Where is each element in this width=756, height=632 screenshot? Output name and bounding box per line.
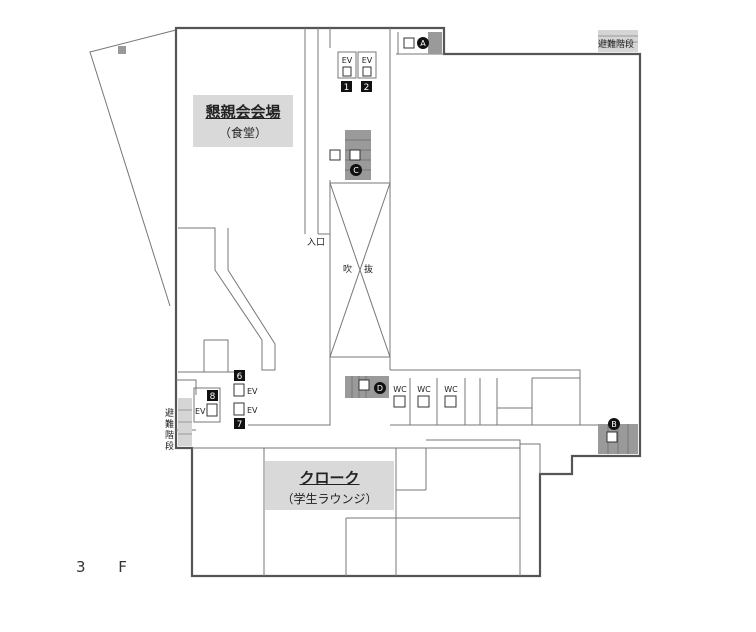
banquet-room-label: 懇親会会場 （食堂） [193,95,293,147]
atrium-label-right: 抜 [364,263,373,275]
entrance-label: 入口 [307,237,325,248]
banquet-room-title: 懇親会会場 [205,103,281,121]
exit-d-letter: D [377,384,383,393]
elevator-1-marker [341,81,352,92]
ev-label: EV [342,56,353,65]
left-wing [89,29,177,307]
elevator-2-number: 2 [364,83,370,93]
cloak-room-title: クローク [299,469,360,487]
elevators-lower: 6 EV EV 7 8 EV [193,370,258,430]
elevator-7-marker [234,418,245,429]
woman-icon [444,395,457,408]
wing-marker [118,46,126,54]
elevator-6-number: 6 [237,372,243,382]
ev-label: EV [247,387,258,396]
interior-walls [176,28,600,576]
restrooms: WC WC WC [393,385,458,408]
cloak-room-label: クローク （学生ラウンジ） [265,461,394,510]
stairs-left [178,398,192,446]
ev-label: EV [247,406,258,415]
ev-label: EV [195,407,206,416]
exit-c-letter: C [353,166,359,175]
exit-markers: A C D B [350,37,620,430]
banquet-room-subtitle: （食堂） [218,126,267,140]
cloak-room-subtitle: （学生ラウンジ） [281,492,378,506]
stairs-top-right [598,30,638,52]
stairs-b [598,424,638,454]
ev-label: EV [362,56,373,65]
exit-icons [329,37,618,443]
exit-icon [403,37,415,49]
elevators-top: EV EV 1 2 [337,51,377,93]
elevator-icon [233,383,245,397]
wc-label-accessible: WC [393,385,407,394]
elevator-2-marker [361,81,372,92]
man-icon [417,395,430,408]
evac-stairs-left-char: 階 [165,430,174,441]
elevator-icon [342,66,352,77]
exit-b-letter: B [611,420,617,429]
elevator-icon [233,402,245,416]
wheelchair-icon [393,395,406,408]
floor-label: 3 F [76,558,141,576]
elevator-1-number: 1 [344,83,350,93]
exit-a-letter: A [420,39,426,48]
elevator-8-marker [207,390,218,401]
atrium-label-left: 吹 [343,263,352,275]
elevator-6-marker [234,370,245,381]
exit-marker-d [374,382,386,394]
exit-icon [606,431,618,443]
evac-stairs-top-label: 避難階段 [598,38,634,50]
exit-icon [349,149,361,161]
exit-marker-c [350,164,362,176]
stairs-a [428,32,442,54]
exit-marker-b [608,418,620,430]
wc-label-men: WC [417,385,431,394]
elevator-icon [206,403,218,417]
evac-stairs-left-char: 避 [165,407,174,419]
plan-labels: 入口 吹 抜 避難階段 避 難 階 段 [165,38,634,452]
exit-icon [329,149,341,161]
exit-icon [358,379,370,391]
evac-stairs-left-char: 難 [165,418,174,430]
wc-label-women: WC [444,385,458,394]
elevator-8-number: 8 [210,392,216,402]
exit-marker-a [417,37,429,49]
elevator-icon [362,66,372,77]
evac-stairs-left-char: 段 [165,440,174,452]
elevator-7-number: 7 [237,420,243,430]
